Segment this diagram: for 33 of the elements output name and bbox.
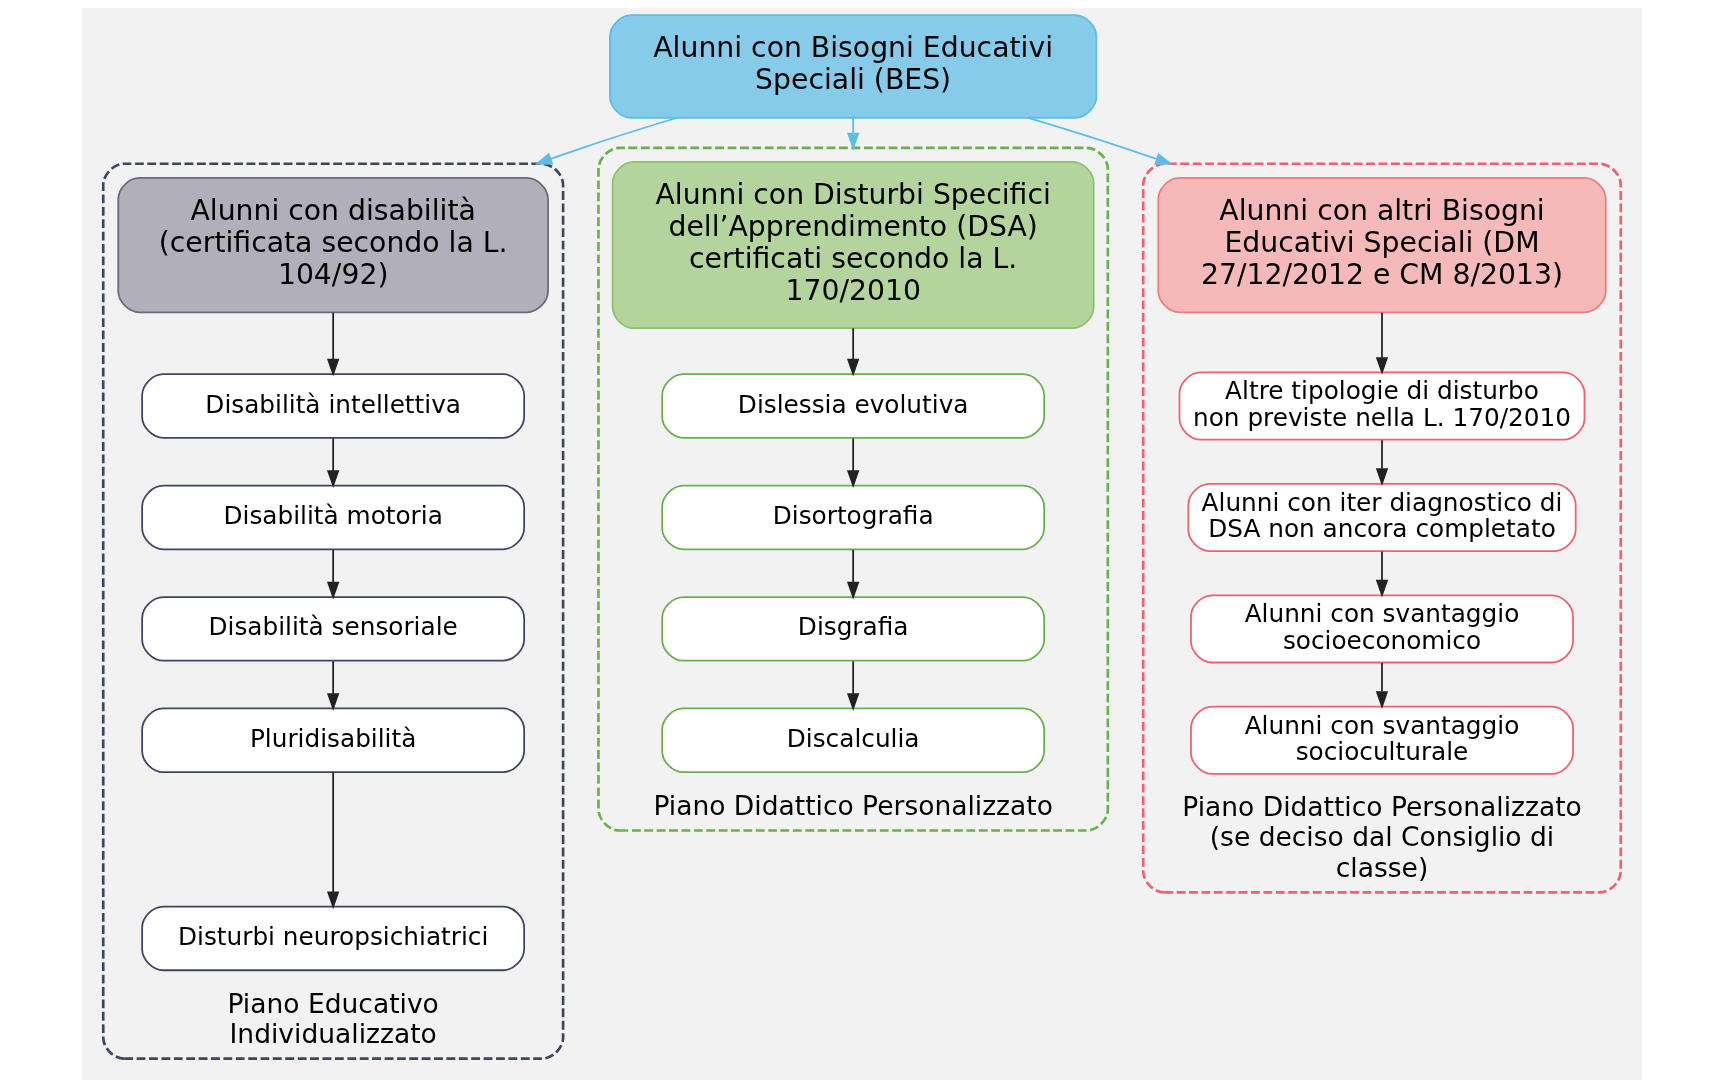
arrow xyxy=(846,660,859,711)
node-box: Altre tipologie di disturbo non previste nella L. 170/2010 xyxy=(1178,371,1585,441)
arrow xyxy=(846,117,859,151)
arrow xyxy=(326,311,339,377)
node-box: Disabilità sensoriale xyxy=(140,596,525,662)
node-box: Discalculia xyxy=(660,707,1045,774)
node-box: Disgrafia xyxy=(660,596,1045,662)
arrow xyxy=(1027,117,1173,165)
node-box: Alunni con Bisogni Educativi Speciali (BES) xyxy=(608,14,1097,119)
arrow xyxy=(1375,662,1388,709)
arrow xyxy=(326,437,339,489)
node-box: Disturbi neuropsichiatrici xyxy=(140,905,525,972)
node-box: Dislessia evolutiva xyxy=(660,373,1045,439)
node-box: Pluridisabilità xyxy=(140,707,525,774)
node-box: Alunni con disabilità (certificata secondo la L. 104/92) xyxy=(116,177,549,314)
node-box: Alunni con svantaggio socioeconomico xyxy=(1189,594,1574,664)
node-box: Alunni con Disturbi Specifici dell’Apprendimento (DSA) certificati secondo la L. 170/2010 xyxy=(611,161,1095,330)
arrow xyxy=(846,327,859,377)
node-box: Disabilità motoria xyxy=(140,484,525,551)
arrow xyxy=(1375,439,1388,487)
node-box: Disortografia xyxy=(660,484,1045,551)
node-box: Alunni con iter diagnostico di DSA non ancora completato xyxy=(1186,482,1577,552)
arrow xyxy=(846,437,859,489)
arrow xyxy=(846,549,859,600)
node-box: Disabilità intellettiva xyxy=(140,373,525,439)
arrow xyxy=(326,660,339,711)
arrow xyxy=(1375,550,1388,598)
node-box: Alunni con altri Bisogni Educativi Speciali (DM 27/12/2012 e CM 8/2013) xyxy=(1156,177,1607,314)
arrow xyxy=(534,116,678,165)
arrow xyxy=(326,771,339,910)
arrow xyxy=(1375,311,1388,375)
arrow xyxy=(326,549,339,600)
node-box: Alunni con svantaggio socioculturale xyxy=(1189,705,1574,775)
